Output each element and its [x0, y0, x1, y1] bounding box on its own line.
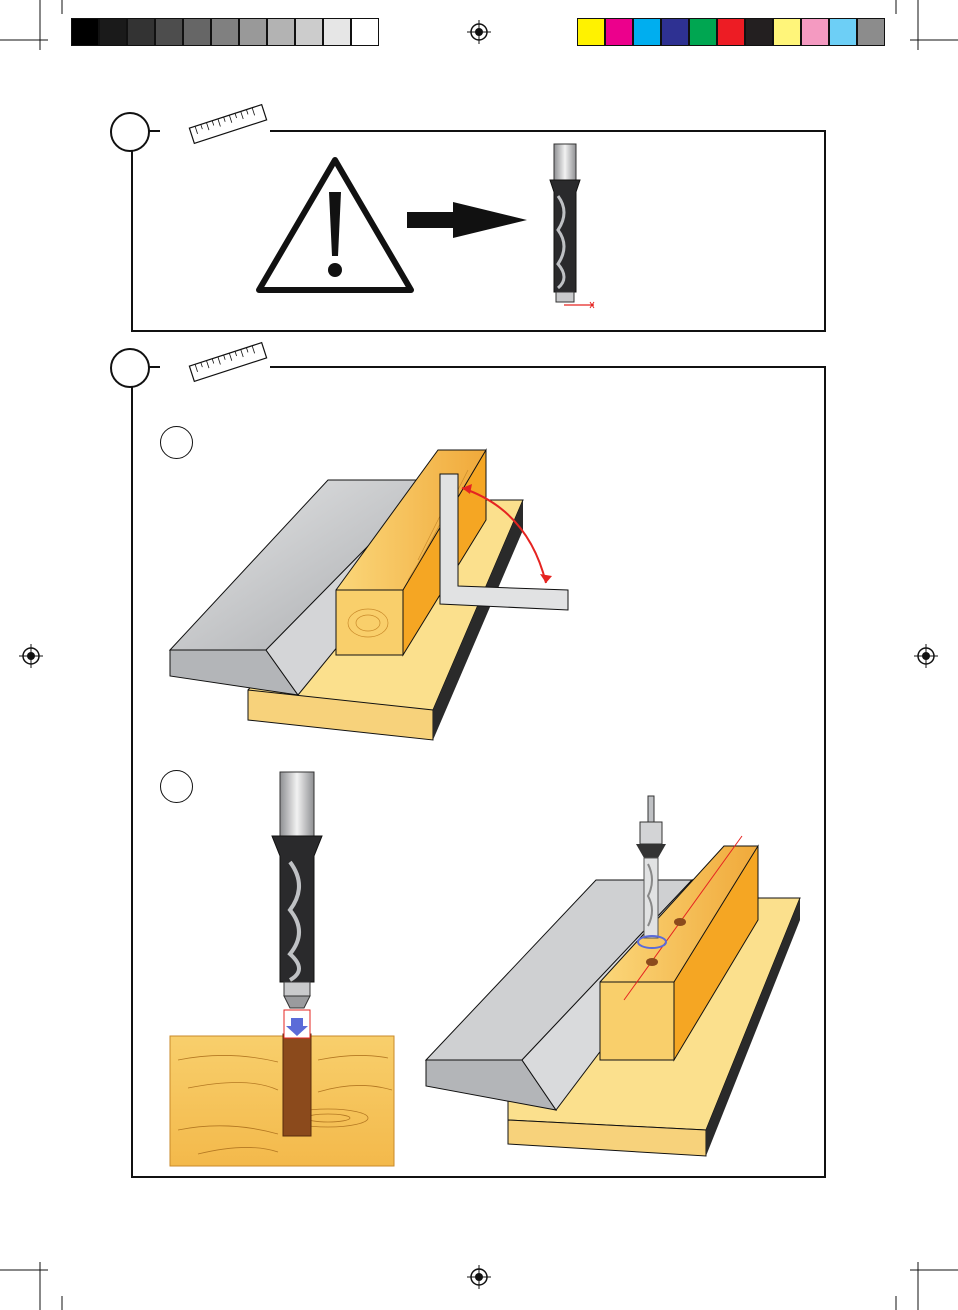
gray-bar-swatch: [267, 18, 295, 46]
color-bar-swatch: [773, 18, 801, 46]
color-bar-swatch: [661, 18, 689, 46]
mortise-chisel-bit-icon: [540, 142, 600, 312]
section-1-step-circle: [110, 112, 150, 152]
color-bar-swatch: [717, 18, 745, 46]
registration-mark-icon: [914, 644, 938, 668]
gray-bar-swatch: [71, 18, 99, 46]
gray-bar-swatch: [323, 18, 351, 46]
color-bar-swatch: [605, 18, 633, 46]
gray-bar-swatch: [127, 18, 155, 46]
fence-square-illustration: [168, 440, 588, 750]
gray-bar-swatch: [351, 18, 379, 46]
color-bar-swatch: [577, 18, 605, 46]
section-2-step-circle: [110, 348, 150, 388]
color-bar-swatch: [745, 18, 773, 46]
gray-bar-swatch: [239, 18, 267, 46]
mortiser-workpiece-illustration: [424, 790, 804, 1160]
registration-mark-icon: [467, 1265, 491, 1289]
color-bar-swatch: [801, 18, 829, 46]
registration-mark-icon: [467, 20, 491, 44]
warning-triangle-icon: [253, 152, 423, 297]
gray-bar-swatch: [99, 18, 127, 46]
ruler-icon: [188, 342, 268, 382]
arrow-right-icon: [405, 200, 530, 240]
color-bar-swatch: [689, 18, 717, 46]
gray-bar-swatch: [295, 18, 323, 46]
gray-bar-swatch: [211, 18, 239, 46]
ruler-icon: [188, 104, 268, 144]
registration-mark-icon: [19, 644, 43, 668]
color-bar-swatch: [829, 18, 857, 46]
gray-bar-swatch: [155, 18, 183, 46]
gray-bar-swatch: [183, 18, 211, 46]
chisel-plunge-illustration: [168, 770, 398, 1170]
color-bar-swatch: [857, 18, 885, 46]
color-bar-swatch: [633, 18, 661, 46]
